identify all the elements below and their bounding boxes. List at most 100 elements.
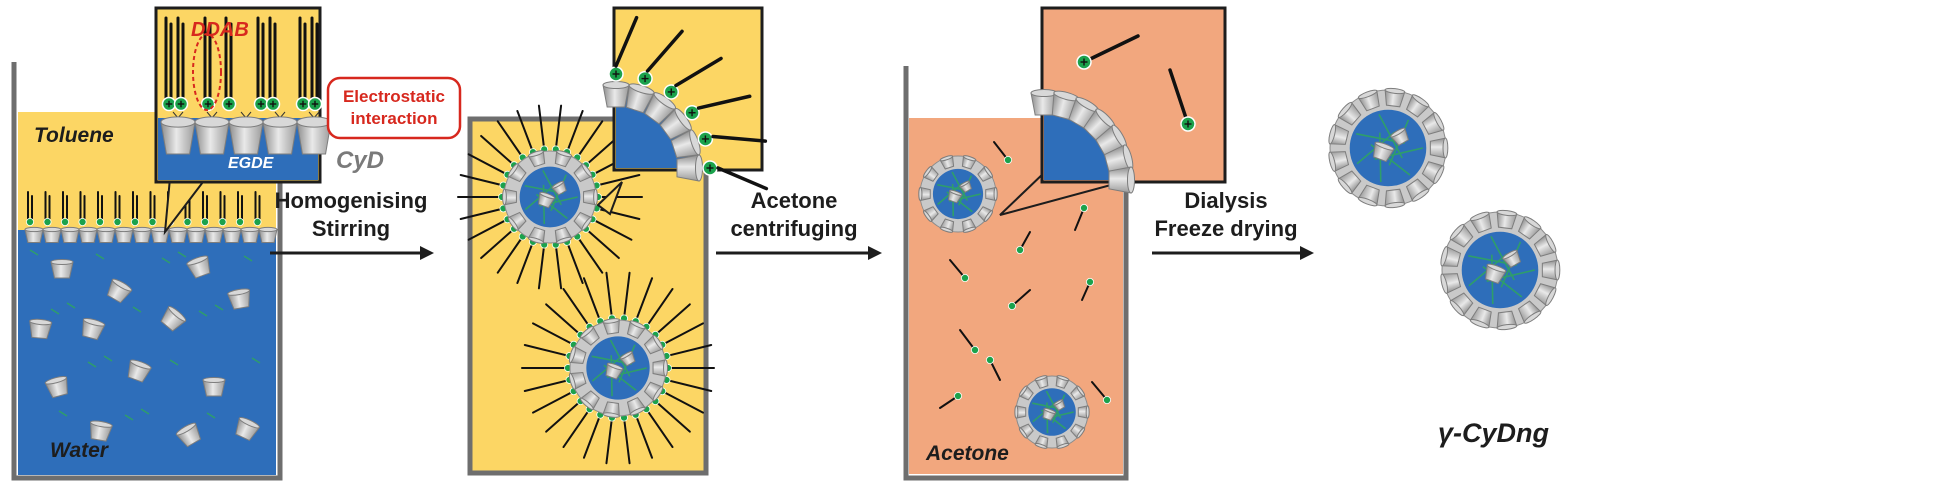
cationic-headgroup — [1086, 277, 1095, 286]
step-1-line2: Stirring — [312, 216, 390, 241]
inset-cyd-cup — [160, 116, 196, 155]
cyd-cup — [977, 165, 993, 182]
cationic-headgroup — [183, 217, 192, 226]
inset-cyd-cup — [262, 116, 298, 155]
egde-crosslinker — [251, 357, 261, 364]
cyd-cup — [1384, 87, 1406, 108]
cyd-cup — [551, 180, 567, 196]
cyd-cup — [923, 206, 939, 223]
ddab-tail — [554, 243, 563, 290]
step-3-arrowhead — [1300, 246, 1314, 260]
dispersed-cyd-cups — [29, 249, 261, 448]
ddab-tail — [959, 329, 976, 351]
ddab-tail — [545, 400, 582, 433]
cationic-headgroup — [61, 217, 70, 226]
cyd-cup — [626, 396, 646, 416]
ddab-tail — [654, 303, 691, 336]
electrostatic-line2: interaction — [351, 109, 438, 128]
ddab-tail — [674, 56, 723, 88]
cyd-cup — [670, 129, 701, 159]
cyd-cup — [1449, 292, 1474, 317]
cyd-cup — [186, 255, 211, 279]
step-1: Homogenising Stirring — [270, 188, 434, 260]
cyd-cup — [579, 325, 600, 346]
ddab-tail — [562, 408, 591, 449]
cationic-headgroup — [78, 217, 87, 226]
cyd-cup — [1357, 89, 1380, 112]
ddab-tail — [582, 413, 602, 459]
emulsion-droplet-2 — [521, 271, 715, 465]
cyd-cup — [676, 154, 704, 182]
cyd-cup — [1070, 385, 1086, 401]
final-nanogels — [1328, 87, 1561, 331]
cyd-cup — [626, 320, 646, 340]
ddab-tail — [645, 408, 674, 449]
cationic-headgroup — [218, 217, 227, 226]
final-nanogel-2 — [1440, 209, 1561, 331]
cyd-cup — [568, 372, 587, 390]
step-3-line1: Dialysis — [1184, 188, 1267, 213]
interface-cyd-cup — [78, 226, 98, 243]
cyd-cup — [1384, 188, 1406, 209]
ddab-tail — [661, 390, 705, 414]
ddab-tail — [1011, 289, 1031, 307]
cyd-cup — [652, 359, 669, 377]
cyd-cup — [1042, 407, 1057, 421]
cyd-cup — [959, 180, 972, 193]
interface-cyd-cup — [42, 226, 62, 243]
ddab-tail — [634, 413, 654, 459]
cyd-cup — [1496, 209, 1518, 230]
cyd-cup — [602, 80, 630, 108]
cyd-cup — [1337, 101, 1362, 126]
cyd-cup — [1018, 423, 1034, 439]
cyd-cup — [106, 278, 133, 304]
cyd-cup — [1469, 211, 1492, 234]
egde-crosslinker — [132, 306, 142, 313]
cyd-cup — [1449, 223, 1474, 248]
step-1-line1: Homogenising — [275, 188, 428, 213]
cyd-cup — [985, 186, 998, 202]
interface-zoom-inset: DDAB EGDE — [154, 6, 332, 236]
ddab-tail — [623, 416, 631, 465]
cyd-cup — [1469, 306, 1492, 329]
ddab-tail — [516, 240, 534, 285]
cationic-headgroup — [200, 217, 209, 226]
cyd-label: CyD — [336, 147, 384, 174]
cationic-headgroup — [148, 217, 157, 226]
ddab-tail — [562, 287, 591, 328]
cyd-cup — [1405, 94, 1430, 118]
cyd-cup — [1533, 233, 1557, 257]
ddab-label: DDAB — [191, 19, 249, 41]
cyd-cup — [537, 191, 556, 209]
inset-2-pointer — [596, 181, 623, 216]
cyd-cup — [1034, 375, 1049, 389]
cyd-cup — [160, 306, 187, 332]
cyd-cup — [977, 206, 993, 223]
toluene-label: Toluene — [34, 124, 114, 147]
cyd-cup — [1328, 123, 1350, 145]
ddab-tail — [665, 378, 713, 392]
ddab-tail — [645, 287, 674, 328]
ddab-tail — [696, 94, 752, 110]
egde-crosslinker — [29, 249, 39, 256]
egde-crosslinker — [50, 308, 60, 315]
ddab-tail — [1168, 68, 1190, 126]
ddab-highlight — [192, 33, 222, 111]
washed-particles — [918, 141, 1112, 449]
cationic-headgroup — [253, 217, 262, 226]
ddab-tail — [716, 166, 769, 191]
step-2-line2: centrifuging — [730, 216, 857, 241]
interface-cyd-cup — [60, 226, 80, 243]
inset-cyd-cup — [194, 116, 230, 155]
step-2-arrowhead — [868, 246, 882, 260]
egde-crosslinker — [214, 304, 224, 311]
cyd-cup — [82, 318, 106, 341]
emulsion-droplet-1 — [457, 104, 643, 290]
cyd-cup — [1421, 111, 1445, 135]
egde-crosslinker — [124, 414, 134, 421]
cyd-cup — [1517, 300, 1542, 324]
cyd-cup — [44, 376, 68, 399]
ddab-tail — [496, 235, 524, 274]
step-2: Acetone centrifuging — [716, 188, 882, 260]
interface-cyd-cup — [114, 226, 134, 243]
